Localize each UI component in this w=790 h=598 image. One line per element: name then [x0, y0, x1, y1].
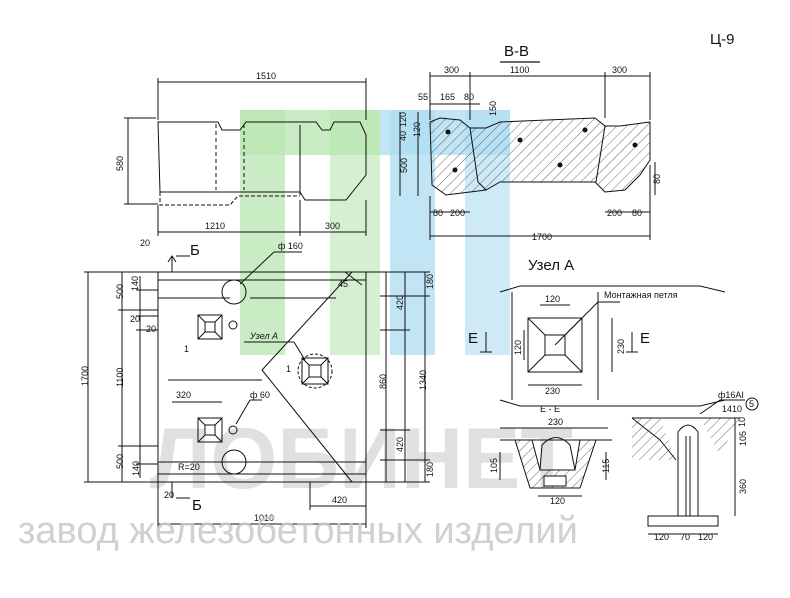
watermark-logo — [240, 110, 510, 355]
side-view — [124, 78, 367, 236]
plan-dim-top20: 20 — [140, 238, 150, 248]
plan-dim-l20a: 20 — [130, 314, 140, 324]
node-a-cut-e-left: Е — [468, 330, 478, 347]
dim-bb-80b: 80 — [433, 208, 443, 218]
plan-label-hole-big: ф 160 — [278, 241, 303, 251]
loop-dim-105: 105 — [738, 431, 748, 446]
loop-dim-10: 10 — [737, 417, 747, 427]
loop-dim-b120b: 120 — [698, 532, 713, 542]
dim-bb-150: 150 — [488, 101, 498, 116]
plan-dim-r1340: 1340 — [418, 370, 428, 390]
plan-dim-s320: 320 — [176, 390, 191, 400]
dim-side-right: 300 — [325, 221, 340, 231]
node-a-title: Узел А — [528, 257, 574, 274]
loop-dim-360: 360 — [738, 479, 748, 494]
plan-dim-l140a: 140 — [130, 276, 140, 291]
dim-bb-500: 500 — [399, 158, 409, 173]
dim-bb-80c: 80 — [632, 208, 642, 218]
dim-bb-total: 1700 — [532, 232, 552, 242]
watermark-subtitle: завод железобетонных изделий — [18, 510, 578, 552]
plan-label-hole-small: ф 60 — [250, 390, 270, 400]
dim-side-height: 580 — [115, 156, 125, 171]
dim-bb-165: 165 — [440, 92, 455, 102]
node-a-dim-bottom230: 230 — [545, 386, 560, 396]
plan-mark-1b: 1 — [286, 364, 291, 374]
section-bb-title: В-В — [504, 43, 529, 60]
plan-cut-b-top: Б — [190, 242, 200, 259]
watermark-brand: ЛОБИНЕТ — [150, 411, 573, 507]
loop-dim-b120a: 120 — [654, 532, 669, 542]
node-a-dim-top120: 120 — [545, 294, 560, 304]
node-a-cut-e-right: Е — [640, 330, 650, 347]
plan-dim-l140b: 140 — [131, 461, 141, 476]
node-a-ee-left: 105 — [489, 458, 499, 473]
plan-label-node-a: Узел А — [249, 331, 278, 341]
plan-dim-l1100: 1100 — [115, 368, 125, 387]
plan-dim-r180b: 180 — [425, 462, 435, 477]
loop-length: 1410 — [722, 404, 742, 414]
node-a-dim-right230: 230 — [616, 339, 626, 354]
node-a-section-ee — [499, 427, 612, 497]
dim-bb-120a: 120 — [398, 112, 408, 127]
plan-dim-l500b: 500 — [115, 454, 125, 469]
section-bb — [399, 72, 656, 240]
node-a-loop-label: Монтажная петля — [604, 290, 678, 300]
plan-cut-b-bottom: Б — [192, 497, 202, 514]
dim-side-overall: 1510 — [256, 71, 276, 81]
dim-bb-200b: 200 — [607, 208, 622, 218]
plan-view — [84, 251, 430, 528]
dim-bb-200a: 200 — [450, 208, 465, 218]
plan-dim-total-h: 1700 — [80, 366, 90, 386]
dim-bb-40: 40 — [398, 131, 408, 141]
dim-bb-80a: 80 — [464, 92, 474, 102]
node-a-ee-inner: 120 — [550, 496, 565, 506]
dim-bb-55: 55 — [418, 92, 428, 102]
plan-dim-r860: 860 — [378, 374, 388, 389]
plan-dim-b1010: 1010 — [254, 513, 274, 523]
plan-dim-r420a: 420 — [395, 295, 405, 310]
dim-bb-right: 300 — [612, 65, 627, 75]
plan-mark-1a: 1 — [184, 344, 189, 354]
dim-bb-120b: 120 — [412, 122, 422, 137]
node-a-plan — [480, 285, 726, 407]
loop-dim-b70: 70 — [680, 532, 690, 542]
dim-bb-middle: 1100 — [510, 65, 529, 75]
plan-dim-l500a: 500 — [115, 284, 125, 299]
loop-detail — [631, 397, 759, 535]
plan-dim-b420: 420 — [332, 495, 347, 505]
sheet-code: Ц-9 — [710, 31, 734, 48]
node-a-dim-left120: 120 — [513, 340, 523, 355]
plan-dim-r420b: 420 — [395, 437, 405, 452]
node-a-ee-top: 230 — [548, 417, 563, 427]
plan-label-radius: R=20 — [178, 462, 200, 472]
node-a-ee-right: 115 — [601, 459, 611, 473]
dim-bb-80d: 80 — [652, 174, 662, 184]
dim-side-left: 1210 — [205, 221, 225, 231]
plan-dim-b20: 20 — [164, 490, 174, 500]
dim-bb-left: 300 — [444, 65, 459, 75]
plan-dim-l20b: 20 — [146, 324, 156, 334]
loop-marker: 5 — [749, 399, 754, 409]
plan-dim-r180a: 180 — [425, 274, 435, 289]
node-a-section-ee: Е - Е — [540, 404, 560, 414]
plan-label-angle: 45 — [338, 279, 348, 289]
loop-rebar: ф16AI — [718, 390, 744, 400]
